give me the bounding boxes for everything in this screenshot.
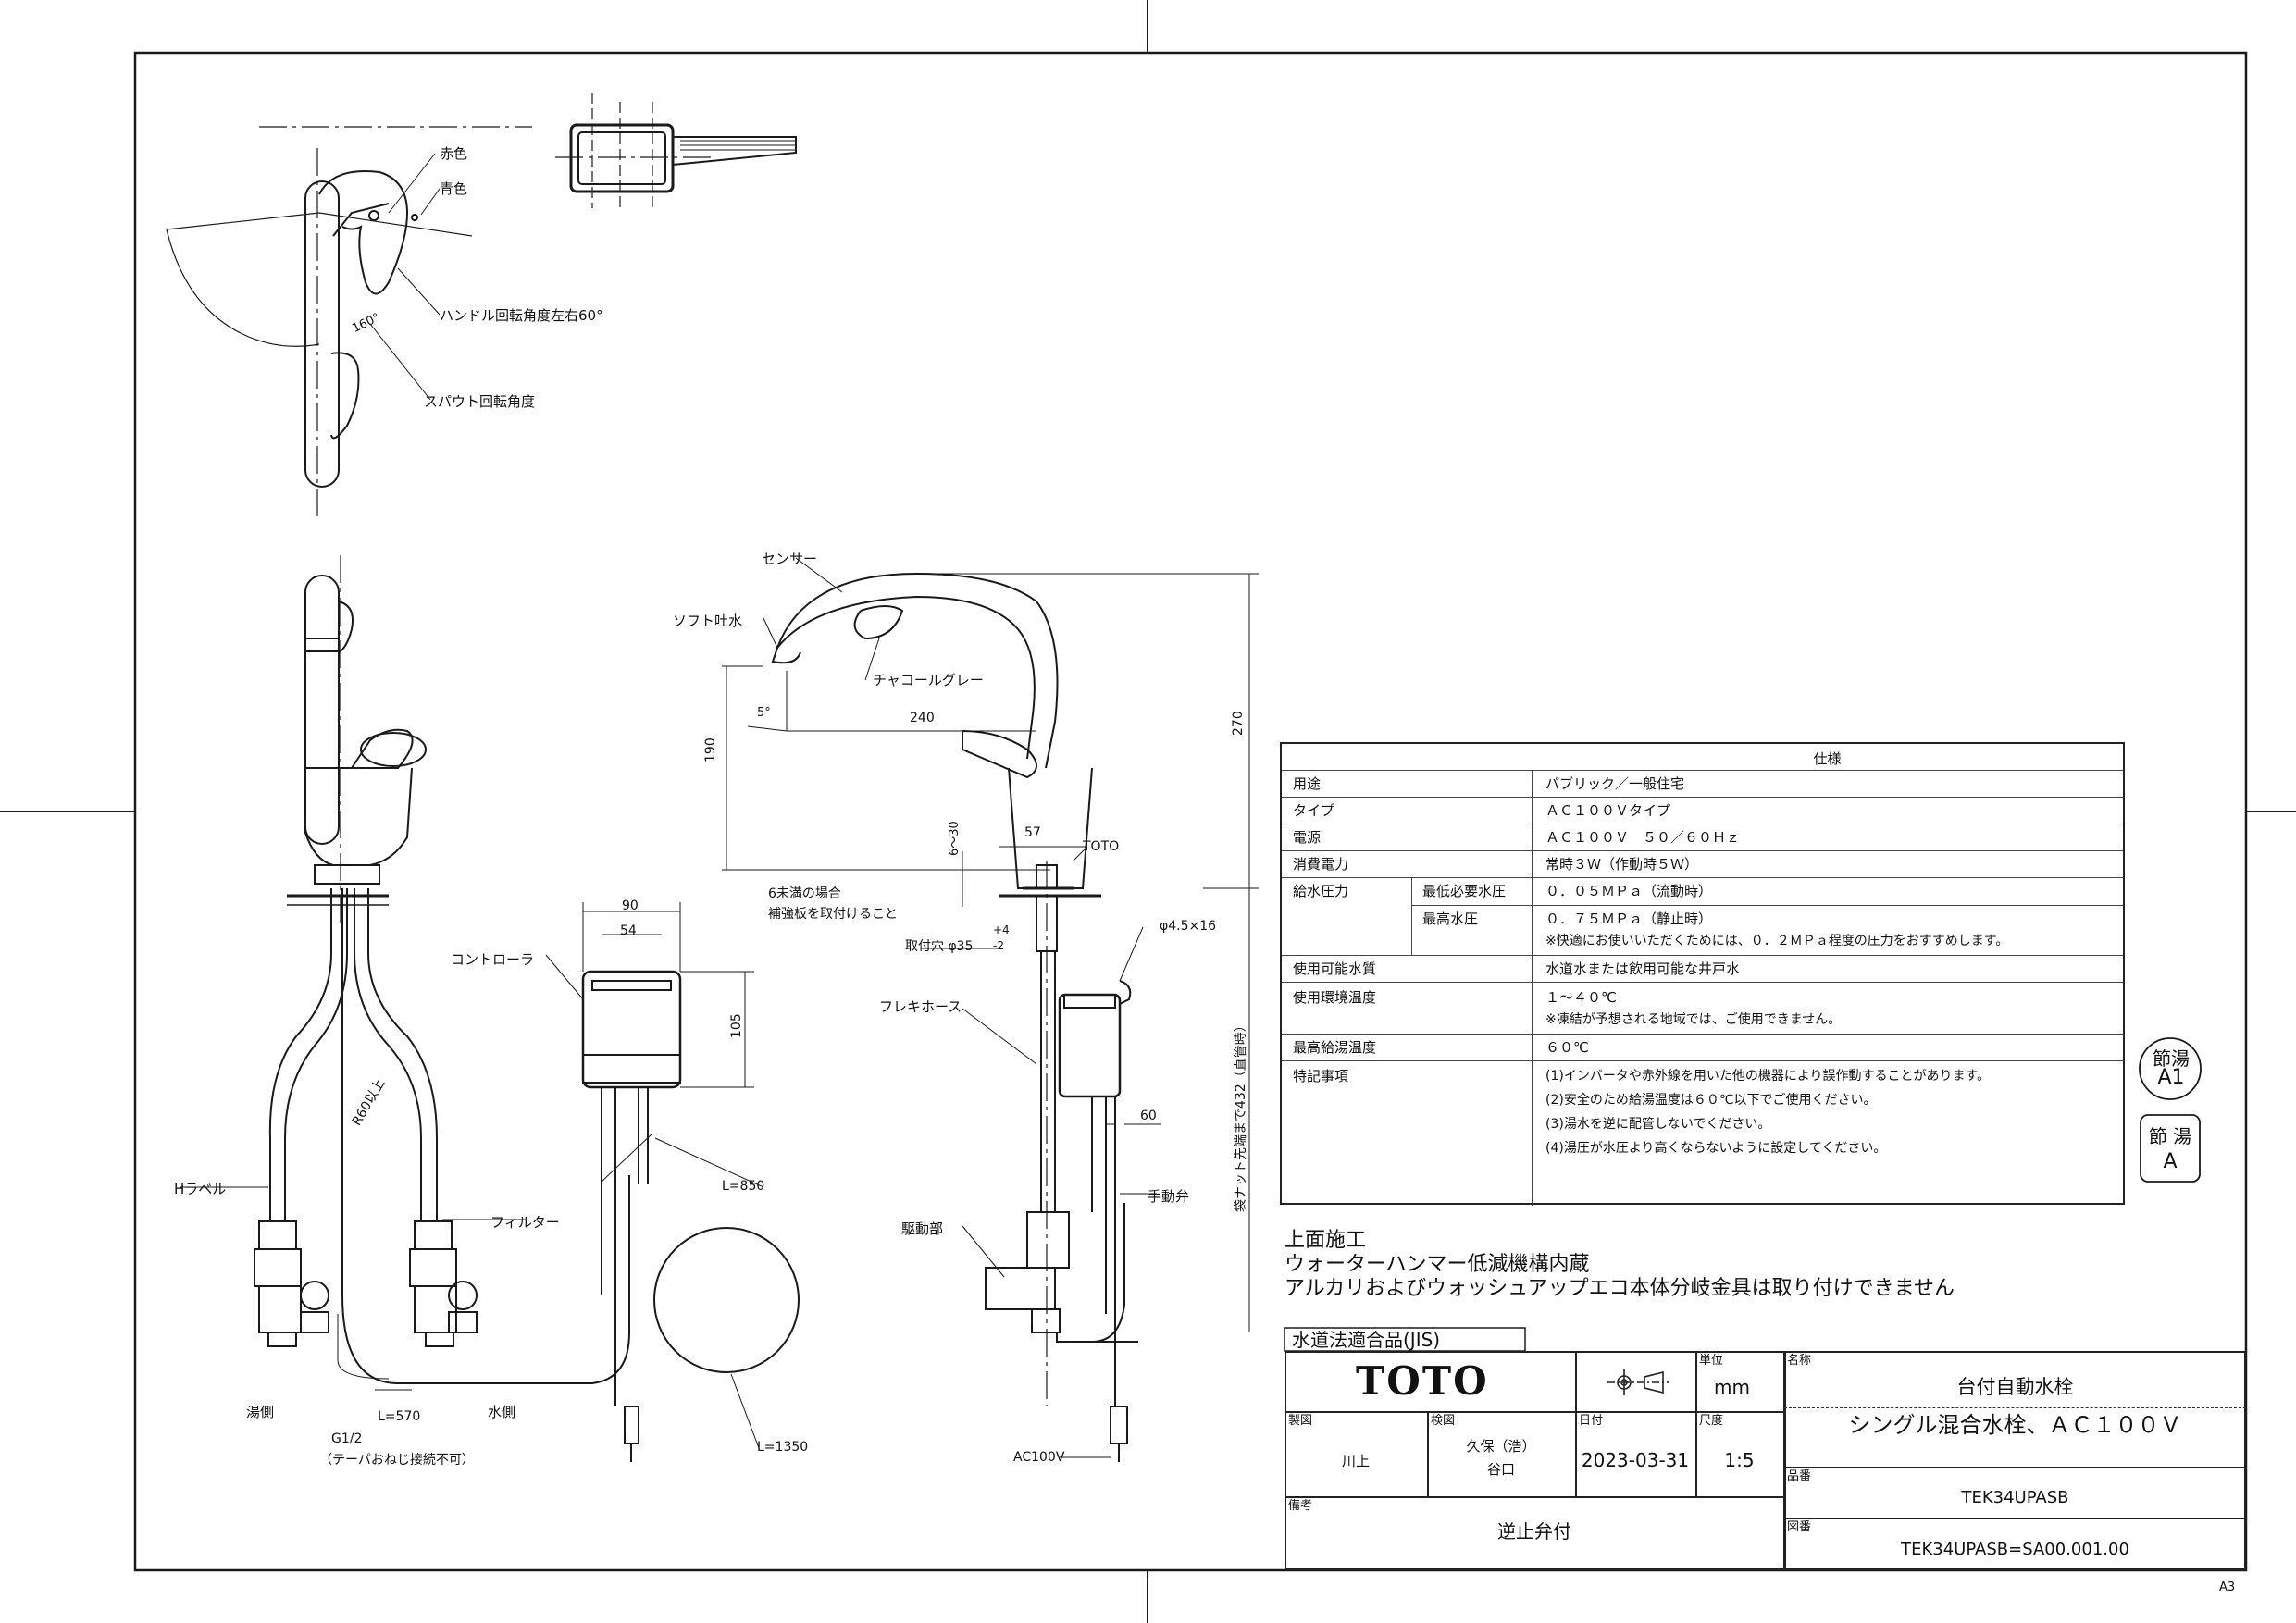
dim-190: 190 xyxy=(703,737,718,762)
dim-5deg: 5° xyxy=(757,706,771,720)
callout-manual-valve: 手動弁 xyxy=(1148,1188,1190,1205)
remark-2: ウォーターハンマー低減機構内蔵 xyxy=(1285,1253,1590,1276)
unit-label: 単位 xyxy=(1699,1354,1724,1368)
callout-ac100v: AC100V xyxy=(1013,1450,1065,1465)
dim-54: 54 xyxy=(620,923,637,938)
checked-by-2: 谷口 xyxy=(1486,1461,1515,1478)
callout-filter: フィルター xyxy=(490,1214,560,1231)
checked-by-1: 久保（浩） xyxy=(1466,1438,1536,1455)
callout-tol-plus: +4 xyxy=(993,923,1010,936)
drawn-label: 製図 xyxy=(1288,1414,1313,1428)
callout-screw: φ4.5×16 xyxy=(1160,919,1217,934)
dim-105: 105 xyxy=(729,1013,744,1038)
callout-sensor: センサー xyxy=(762,551,818,567)
drawing-number: TEK34UPASB=SA00.001.00 xyxy=(1901,1540,2129,1559)
product-name-line2: シングル混合水栓、ＡＣ１００Ｖ xyxy=(1848,1412,2182,1438)
callout-bag-nut: 袋ナット先端まで432（直管時） xyxy=(1234,1019,1248,1212)
date-value: 2023-03-31 xyxy=(1581,1449,1690,1471)
scale-label: 尺度 xyxy=(1699,1414,1724,1428)
callout-charcoal-gray: チャコールグレー xyxy=(873,672,984,688)
callout-controller: コントローラ xyxy=(451,951,535,968)
callout-hot-side: 湯側 xyxy=(246,1404,275,1420)
drawn-by: 川上 xyxy=(1341,1453,1370,1469)
callout-blue: 青色 xyxy=(440,180,468,197)
part-number: TEK34UPASB xyxy=(1961,1488,2069,1507)
badge-1-bottom: A1 xyxy=(2157,1066,2185,1089)
remarks-value: 逆止弁付 xyxy=(1497,1520,1571,1542)
callout-l1350: L=1350 xyxy=(757,1440,809,1455)
spec-row-env-temp: 使用環境温度 １～４０℃ ※凍結が予想される地域では、ご使用できません。 xyxy=(1282,982,2123,1035)
dim-240: 240 xyxy=(910,711,935,725)
part-label: 品番 xyxy=(1787,1469,1812,1483)
callout-drive-unit: 駆動部 xyxy=(901,1220,944,1237)
spec-table: 仕様 用途 パブリック／一般住宅 タイプ ＡＣ１００Ｖタイプ 電源 ＡＣ１００Ｖ… xyxy=(1280,742,2125,1206)
callout-flex-hose: フレキホース xyxy=(879,998,962,1015)
dim-57: 57 xyxy=(1024,825,1041,840)
dim-60: 60 xyxy=(1140,1109,1157,1123)
certification-label: 水道法適合品(JIS) xyxy=(1292,1329,1441,1351)
badge-2-top: 節 湯 xyxy=(2148,1125,2192,1147)
callout-reinforce-2: 補強板を取付けること xyxy=(768,907,898,922)
callout-soft-spout: ソフト吐水 xyxy=(673,613,743,629)
title-block xyxy=(1285,1351,2246,1570)
callout-cold-side: 水側 xyxy=(488,1404,516,1420)
checked-label: 検図 xyxy=(1431,1414,1456,1428)
callout-spout-rotation: スパウト回転角度 xyxy=(424,393,536,410)
projection-symbol-icon xyxy=(1607,1369,1669,1395)
spec-row-max-hot: 最高給湯温度 ６０℃ xyxy=(1282,1034,2123,1061)
spec-row-pressure: 給水圧力 最低必要水圧 ０．０５ＭＰａ（流動時） 最高水圧 ０．７５ＭＰａ（静止… xyxy=(1282,877,2123,956)
product-name-line1: 台付自動水栓 xyxy=(1956,1376,2074,1398)
dim-6-30: 6～30 xyxy=(948,821,962,856)
remarks-label: 備考 xyxy=(1288,1499,1313,1513)
remark-3: アルカリおよびウォッシュアップエコ本体分岐金具は取り付けできません xyxy=(1285,1277,1955,1300)
callout-toto-mark: TOTO xyxy=(1083,839,1120,854)
callout-reinforce-1: 6未満の場合 xyxy=(768,886,841,901)
badge-2-bottom: A xyxy=(2163,1150,2178,1173)
dim-90: 90 xyxy=(622,898,639,913)
callout-tol-minus: -2 xyxy=(993,939,1004,952)
unit-value: mm xyxy=(1714,1376,1750,1398)
badge-1-top: 節湯 xyxy=(2153,1047,2190,1070)
name-label: 名称 xyxy=(1787,1354,1812,1368)
callout-red: 赤色 xyxy=(440,145,468,162)
spec-row-power: 電源 ＡＣ１００Ｖ ５０／６０Ｈｚ xyxy=(1282,824,2123,851)
sheet-size: A3 xyxy=(2219,1580,2236,1594)
scale-value: 1:5 xyxy=(1724,1449,1755,1471)
callout-h-label: Hラベル xyxy=(174,1181,227,1197)
remark-1: 上面施工 xyxy=(1285,1229,1367,1252)
callout-g12: G1/2 xyxy=(331,1431,363,1446)
callout-mounting-hole: 取付穴 φ35 xyxy=(905,939,974,954)
callout-handle-rotation: ハンドル回転角度左右60° xyxy=(440,307,603,324)
callout-l570: L=570 xyxy=(378,1409,421,1424)
spec-header: 仕様 xyxy=(1813,750,1842,767)
drawing-label: 図番 xyxy=(1787,1520,1812,1534)
spec-row-water-quality: 使用可能水質 水道水または飲用可能な井戸水 xyxy=(1282,955,2123,983)
date-label: 日付 xyxy=(1579,1414,1604,1428)
spec-row-type: タイプ ＡＣ１００Ｖタイプ xyxy=(1282,797,2123,824)
brand-logo: TOTO xyxy=(1356,1358,1489,1404)
spec-row-notes: 特記事項 (1)インバータや赤外線を用いた他の機器により誤作動することがあります… xyxy=(1282,1060,2123,1206)
dim-270: 270 xyxy=(1231,711,1246,736)
callout-l850: L=850 xyxy=(722,1179,765,1194)
spec-row-usage: 用途 パブリック／一般住宅 xyxy=(1282,770,2123,798)
callout-taper-note: （テーパおねじ接続不可） xyxy=(319,1453,475,1468)
spec-row-consumption: 消費電力 常時３Ｗ（作動時５Ｗ） xyxy=(1282,850,2123,878)
